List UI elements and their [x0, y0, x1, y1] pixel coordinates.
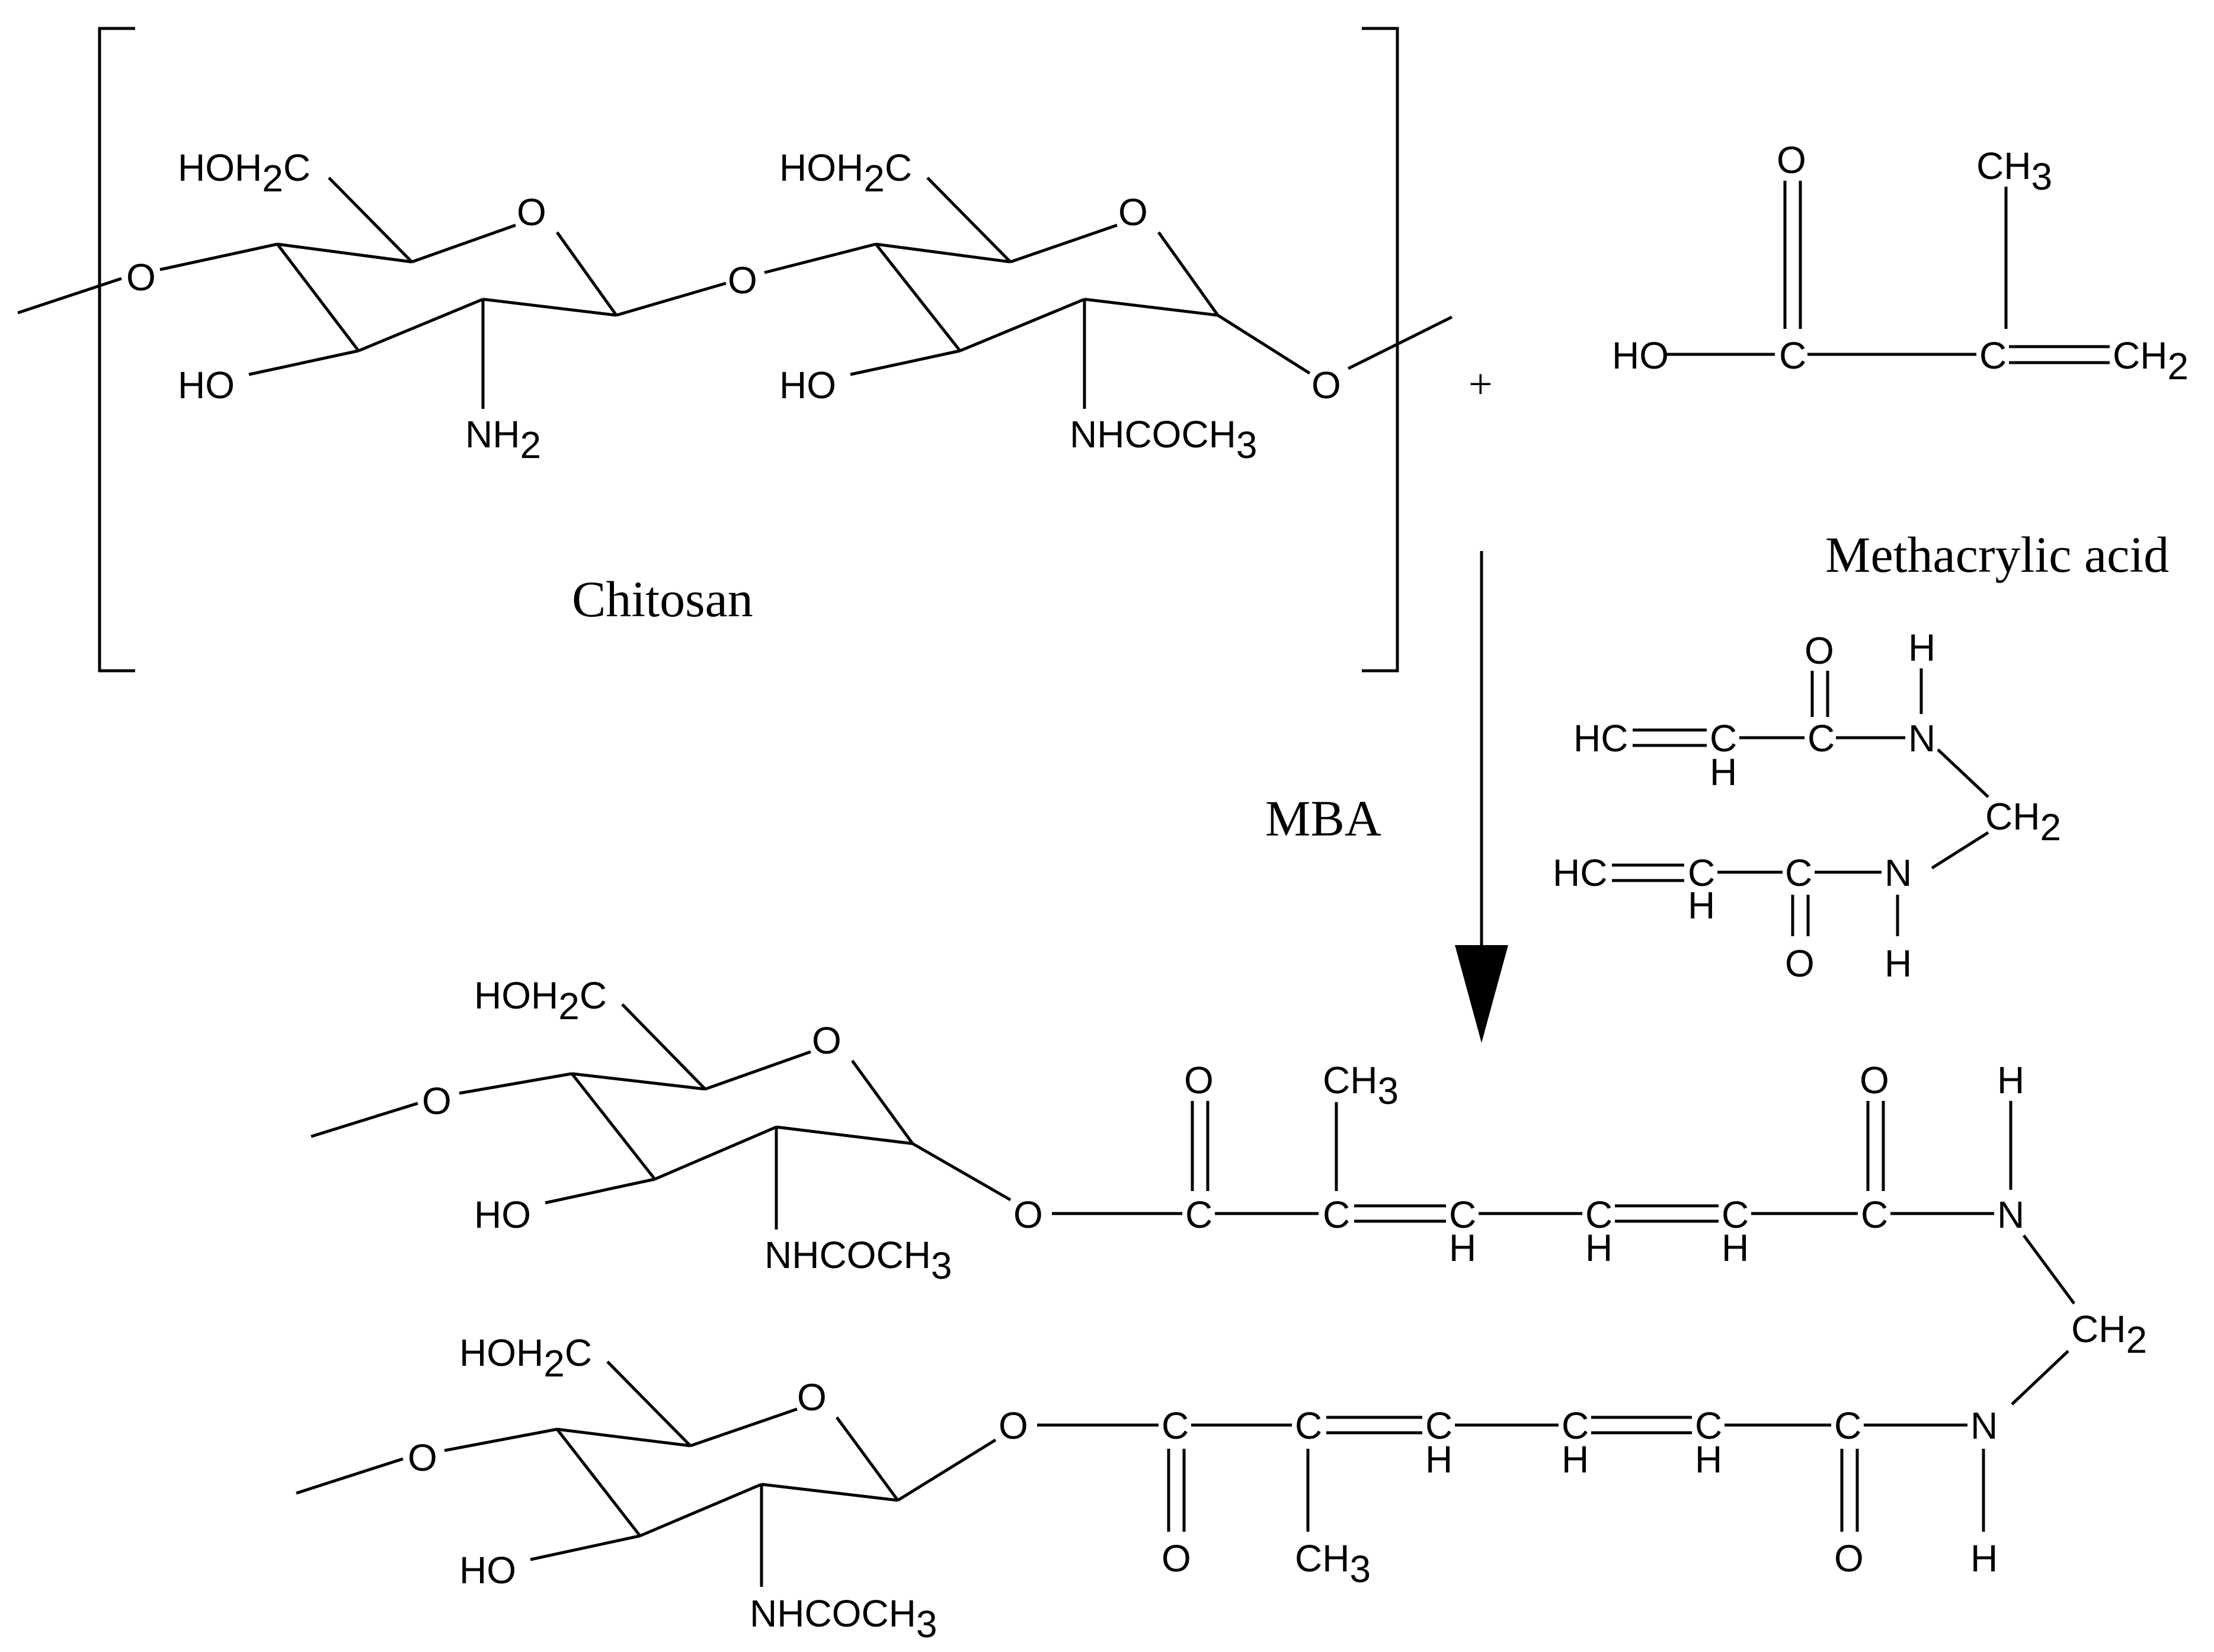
atom-o: O	[1013, 1193, 1043, 1236]
mba-label: MBA	[1265, 790, 1381, 847]
methacrylic-acid-structure: O CH3 HO C C CH2	[1612, 139, 2189, 388]
atom-h: H	[1970, 1537, 1998, 1580]
atom-c: C	[1585, 1193, 1612, 1236]
reaction-arrow	[1455, 551, 1508, 1043]
atom-o: O	[797, 1376, 827, 1419]
atom-ch2: CH2	[1985, 795, 2061, 849]
atom-c: C	[1295, 1404, 1322, 1447]
product-structure: O O HOH2C HO NHCOCH3 O O C CH3 C C H C H	[296, 974, 2147, 1645]
atom-h: H	[1562, 1438, 1589, 1481]
atom-o: O	[999, 1404, 1028, 1447]
atom-o: O	[517, 191, 546, 233]
atom-c: C	[1449, 1193, 1476, 1236]
atom-ho: HO	[779, 364, 836, 406]
atom-c: C	[1562, 1404, 1589, 1447]
atom-nh2: NH2	[465, 413, 541, 466]
atom-c: C	[1710, 717, 1737, 760]
atom-h: H	[1688, 884, 1715, 927]
atom-ch3: CH3	[1295, 1537, 1371, 1590]
atom-h: H	[1449, 1227, 1476, 1269]
atom-ch3: CH3	[1976, 145, 2052, 198]
atom-h: H	[1908, 626, 1935, 669]
atom-o: O	[126, 256, 156, 299]
atom-h: H	[1710, 751, 1737, 793]
atom-o: O	[1785, 942, 1815, 985]
atom-c: C	[1979, 334, 2007, 377]
atom-ho: HO	[459, 1549, 516, 1592]
atom-ch2: CH2	[2071, 1308, 2147, 1361]
atom-c: C	[1785, 851, 1812, 894]
atom-c: C	[1861, 1193, 1888, 1236]
atom-hoh2c: HOH2C	[474, 974, 607, 1027]
atom-c: C	[1162, 1404, 1189, 1447]
atom-hoh2c: HOH2C	[459, 1331, 592, 1385]
atom-hc: HC	[1553, 851, 1607, 894]
right-bracket	[1362, 27, 1399, 673]
atom-ch2: CH2	[2113, 334, 2189, 388]
atom-nhcoch3: NHCOCH3	[750, 1592, 937, 1645]
atom-o: O	[1118, 191, 1148, 233]
mba-structure: O H HC C H C N CH2 HC C H C O N H	[1553, 626, 2061, 985]
atom-c: C	[1722, 1193, 1749, 1236]
atom-c: C	[1834, 1404, 1861, 1447]
chitosan-label: Chitosan	[572, 571, 753, 627]
atom-c: C	[1323, 1193, 1350, 1236]
chitosan-structure: O O HOH2C HO NH2 O O HOH2C	[17, 27, 1453, 673]
atom-c: C	[1185, 1193, 1212, 1236]
atom-ch3: CH3	[1323, 1059, 1399, 1112]
atom-o: O	[1184, 1059, 1214, 1102]
atom-h: H	[1585, 1227, 1612, 1269]
atom-n: N	[1908, 717, 1935, 760]
atom-c: C	[1779, 334, 1806, 377]
atom-o: O	[1805, 629, 1834, 672]
atom-h: H	[1885, 942, 1912, 985]
atom-n: N	[1997, 1193, 2024, 1236]
plus-sign: +	[1468, 360, 1493, 408]
atom-o: O	[1777, 139, 1806, 181]
atom-c: C	[1425, 1404, 1452, 1447]
atom-hoh2c: HOH2C	[178, 146, 311, 200]
atom-h: H	[1425, 1438, 1452, 1481]
atom-o: O	[812, 1019, 842, 1062]
atom-c: C	[1807, 717, 1835, 760]
methacrylic-acid-label: Methacrylic acid	[1825, 526, 2169, 583]
atom-h: H	[1997, 1059, 2024, 1102]
atom-o: O	[408, 1436, 437, 1479]
atom-nhcoch3: NHCOCH3	[1070, 413, 1257, 466]
atom-ho: HO	[178, 364, 235, 406]
left-bracket	[98, 27, 135, 673]
atom-h: H	[1722, 1227, 1749, 1269]
atom-c: C	[1695, 1404, 1722, 1447]
atom-o: O	[1162, 1537, 1191, 1580]
atom-c: C	[1688, 851, 1715, 894]
atom-o: O	[1311, 364, 1341, 406]
atom-o: O	[1860, 1059, 1889, 1102]
atom-o: O	[422, 1080, 452, 1122]
atom-hoh2c: HOH2C	[779, 146, 912, 200]
atom-o: O	[728, 259, 757, 302]
atom-o: O	[1834, 1537, 1864, 1580]
atom-hc: HC	[1573, 717, 1628, 760]
atom-ho: HO	[1612, 334, 1669, 377]
atom-h: H	[1695, 1438, 1722, 1481]
atom-n: N	[1970, 1404, 1998, 1447]
atom-ho: HO	[474, 1193, 531, 1236]
atom-nhcoch3: NHCOCH3	[764, 1234, 952, 1287]
atom-n: N	[1885, 851, 1912, 894]
